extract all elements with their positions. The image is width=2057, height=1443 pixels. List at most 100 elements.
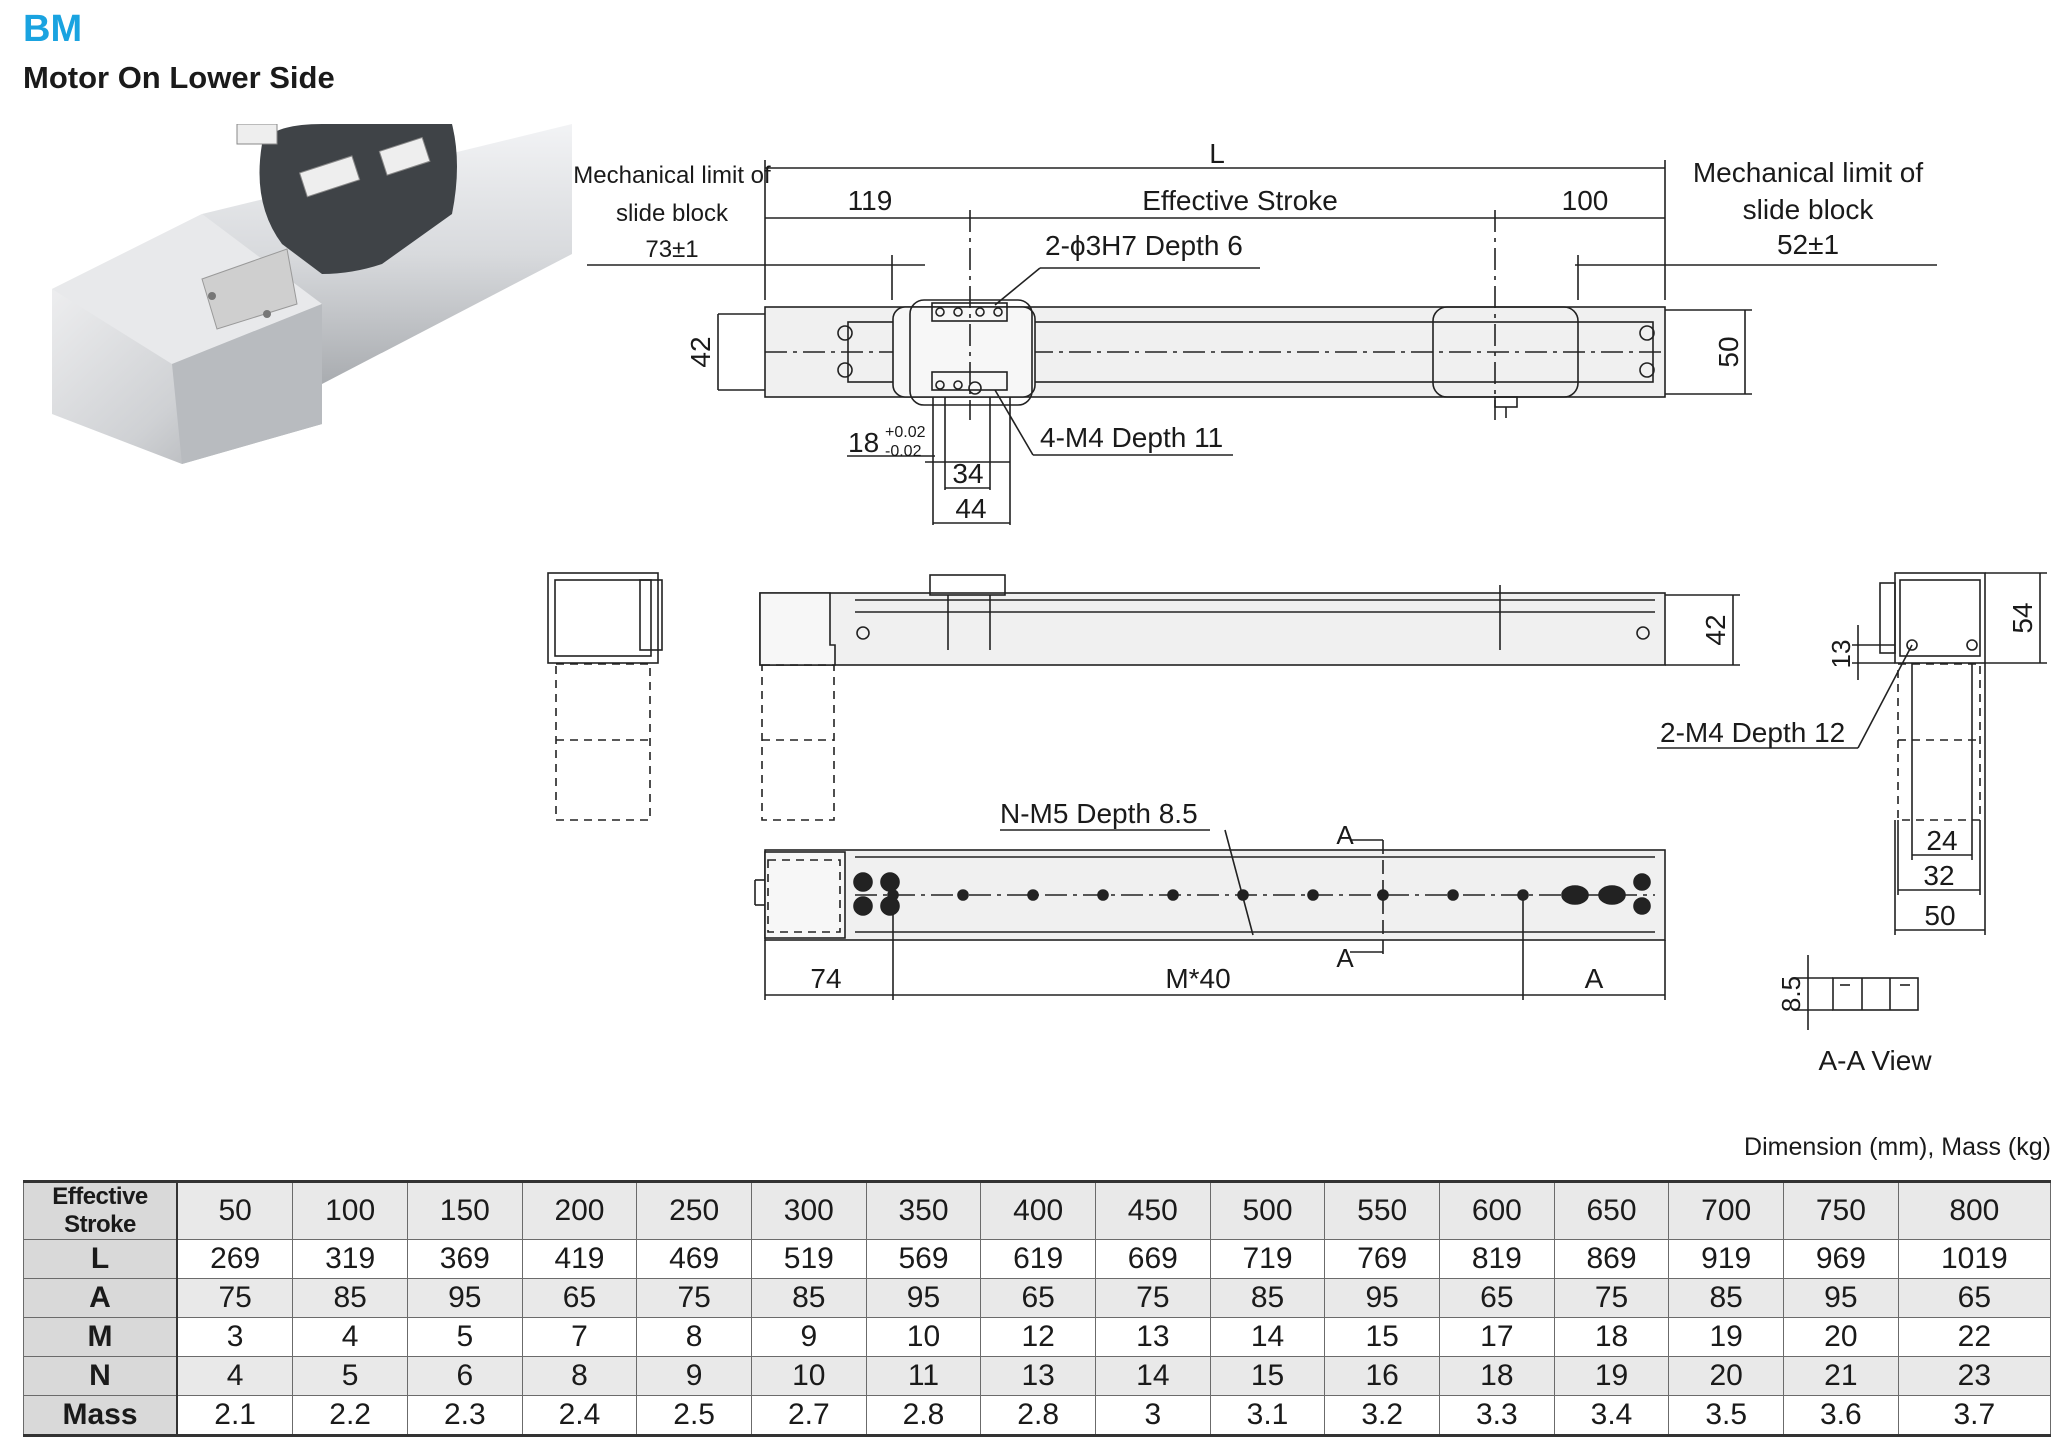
callout-leader: [994, 389, 1034, 456]
pin-hole: [953, 380, 963, 390]
pin-hole: [935, 307, 945, 317]
callout-leader: [1857, 644, 1913, 749]
dim-end-50: 50: [1924, 900, 1955, 931]
table-cell: 15: [1209, 1356, 1326, 1396]
photo-motor-side: [172, 304, 322, 464]
table-cell: 2.1: [176, 1395, 294, 1436]
table-cell: 719: [1209, 1239, 1326, 1279]
bottom-motor-flange: [764, 851, 846, 939]
table-cell: 750: [1783, 1181, 1899, 1240]
dim-bottom-right: A: [1585, 963, 1604, 994]
table-cell: 19: [1668, 1317, 1785, 1357]
section-mark-bottom: A: [1336, 943, 1354, 973]
side-screw: [856, 626, 870, 640]
table-cell: 2.8: [865, 1395, 982, 1436]
end-view-inner: [1899, 579, 1981, 657]
top-view-block-outline: [909, 299, 1033, 406]
row-header: M: [23, 1317, 178, 1357]
table-cell: 16: [1324, 1356, 1441, 1396]
bottom-slot: [1598, 885, 1626, 905]
table-cell: 65: [980, 1278, 1096, 1318]
side-screw: [1636, 626, 1650, 640]
photo-mount-plate-2: [378, 136, 431, 176]
side-motor-hidden: [761, 664, 835, 821]
dim-left-offset: 119: [848, 185, 893, 216]
bottom-hole-large: [880, 872, 900, 892]
table-cell: 75: [636, 1278, 752, 1318]
section-mark-top: A: [1336, 820, 1354, 850]
mount-hole: [1517, 889, 1529, 901]
table-cell: 13: [980, 1356, 1096, 1396]
row-header: Effective Stroke: [23, 1181, 178, 1240]
dim-right-offset: 100: [1562, 185, 1609, 216]
table-cell: 18: [1553, 1317, 1670, 1357]
row-header: A: [23, 1278, 178, 1318]
dim-L: L: [1209, 138, 1225, 169]
mount-hole: [957, 889, 969, 901]
table-cell: 650: [1553, 1181, 1670, 1240]
pin-hole: [935, 380, 945, 390]
table-cell: 75: [1553, 1278, 1670, 1318]
table-cell: 769: [1324, 1239, 1441, 1279]
table-cell: 569: [865, 1239, 982, 1279]
table-cell: 95: [406, 1278, 523, 1318]
table-cell: 85: [292, 1278, 408, 1318]
left-limit-label-1: Mechanical limit of: [573, 162, 771, 189]
table-cell: 85: [1668, 1278, 1785, 1318]
side-motor-bracket: [759, 592, 836, 666]
callout-leader: [994, 267, 1041, 306]
table-cell: 600: [1439, 1181, 1555, 1240]
table-cell: 469: [636, 1239, 752, 1279]
row-header: Mass: [23, 1395, 178, 1436]
table-cell: 200: [521, 1181, 638, 1240]
table-cell: 419: [521, 1239, 638, 1279]
table-cell: 5: [406, 1317, 523, 1357]
bottom-hole-large: [853, 896, 873, 916]
photo-motor-top: [52, 214, 322, 364]
top-view-slide-block: [892, 306, 1036, 398]
pin-hole: [975, 307, 985, 317]
table-cell: 65: [521, 1278, 638, 1318]
left-limit-label-2: slide block: [616, 200, 729, 227]
dim-end-24: 24: [1926, 825, 1957, 856]
table-cell: 2.3: [406, 1395, 523, 1436]
dim-tolerance-minus: -0.02: [885, 443, 922, 460]
table-cell: 95: [1783, 1278, 1899, 1318]
dim-pitch-34: 34: [952, 458, 983, 489]
dim-tolerance-base: 18: [848, 427, 879, 458]
table-cell: 819: [1439, 1239, 1555, 1279]
table-cell: 75: [176, 1278, 294, 1318]
table-cell: 10: [865, 1317, 982, 1357]
dim-bottom-pitch: M*40: [1165, 963, 1230, 994]
motor-end-left-view: [547, 572, 659, 664]
table-cell: 18: [1439, 1356, 1555, 1396]
table-cell: 85: [1209, 1278, 1326, 1318]
mount-hole: [1027, 889, 1039, 901]
top-view: [764, 299, 1666, 418]
table-cell: 75: [1095, 1278, 1211, 1318]
table-cell: 6: [406, 1356, 523, 1396]
row-header: L: [23, 1239, 178, 1279]
table-cell: 350: [865, 1181, 982, 1240]
table-cell: 20: [1783, 1317, 1899, 1357]
motor-hidden: [555, 663, 651, 821]
bottom-hole-large: [1633, 873, 1651, 891]
table-cell: 15: [1324, 1317, 1441, 1357]
dim-width-right: 50: [1713, 336, 1744, 367]
table-cell: 14: [1209, 1317, 1326, 1357]
table-cell: 3.6: [1783, 1395, 1899, 1436]
mount-hole: [887, 889, 899, 901]
table-cell: 9: [750, 1317, 867, 1357]
table-cell: 2.7: [750, 1395, 867, 1436]
table-cell: 3.1: [1209, 1395, 1326, 1436]
dim-tolerance-plus: +0.02: [885, 424, 926, 441]
mount-hole: [1097, 889, 1109, 901]
table-cell: 21: [1783, 1356, 1899, 1396]
pin-hole: [993, 307, 1003, 317]
dim-bottom-left: 74: [810, 963, 841, 994]
table-cell: 20: [1668, 1356, 1785, 1396]
end-screw: [1639, 325, 1655, 341]
